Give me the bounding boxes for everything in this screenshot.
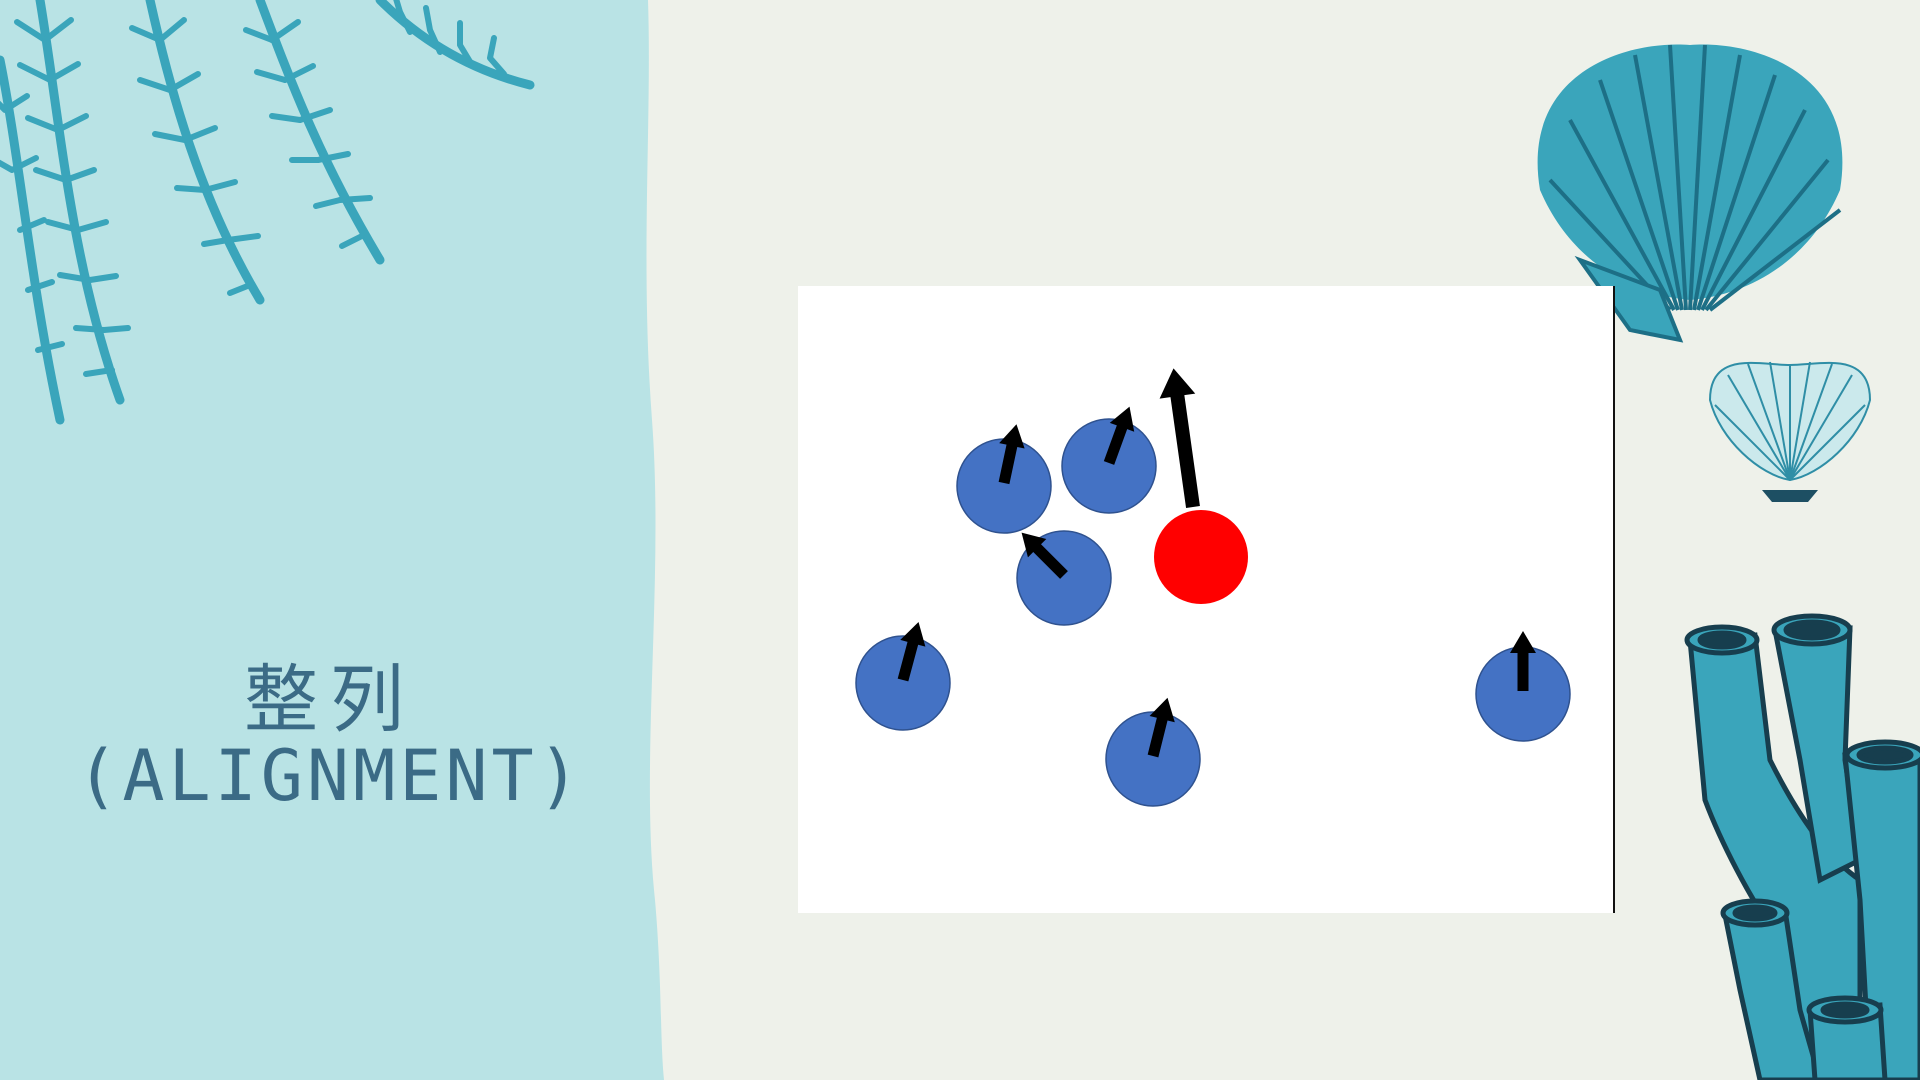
slide-subtitle: (ALIGNMENT) [76,735,584,817]
alignment-diagram [855,368,1571,807]
seaweed-icon [0,0,535,425]
neighbor-agent [1105,711,1201,807]
neighbor-agent [855,635,951,731]
heading-arrow [1021,532,1068,579]
focus-agent [1154,510,1248,604]
heading-arrow [998,424,1025,485]
slide-title: 整列 [244,657,416,743]
focus-heading-arrow [1159,368,1200,508]
neighbor-agent [1061,418,1157,514]
neighbor-agent [956,438,1052,534]
heading-arrow [1510,631,1536,691]
diagram-canvas [798,286,1615,913]
heading-arrow [1103,406,1135,465]
small-shell-icon [1708,361,1872,502]
heading-arrow [1147,697,1175,758]
heading-arrow [897,622,926,682]
